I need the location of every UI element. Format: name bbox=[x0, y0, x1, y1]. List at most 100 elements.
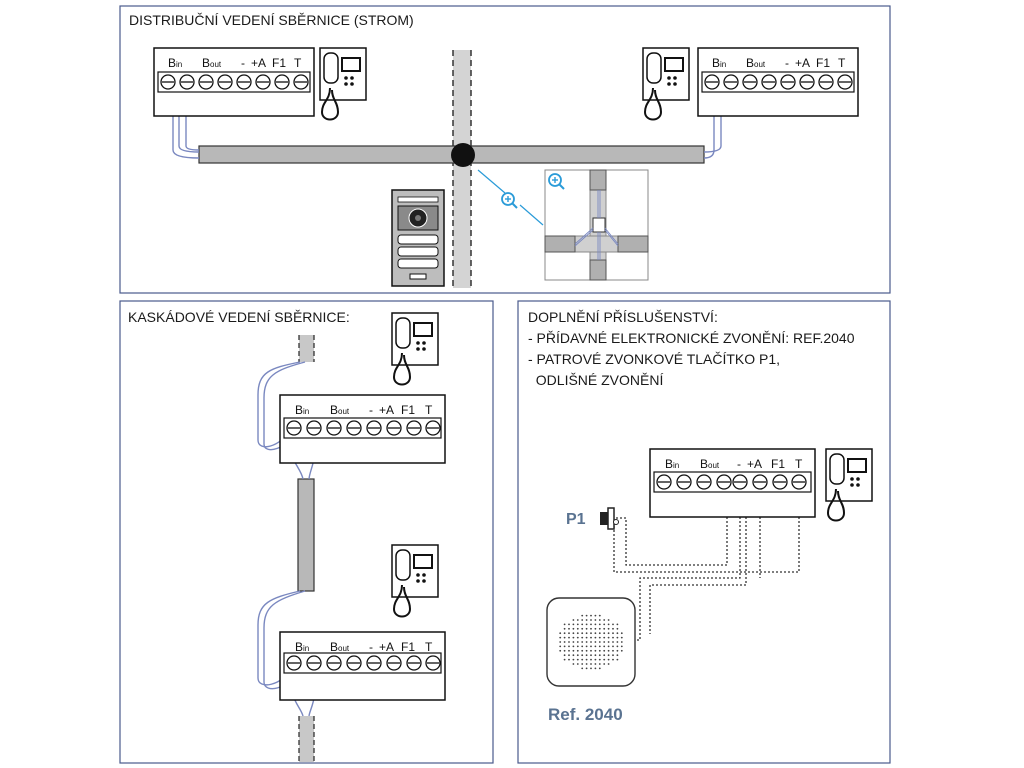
svg-text:in: in bbox=[303, 644, 309, 653]
chime-grille-dot bbox=[585, 619, 588, 621]
chime-grille-dot bbox=[563, 627, 566, 630]
chime-grille-dot bbox=[616, 632, 619, 635]
svg-text:out: out bbox=[338, 644, 350, 653]
chime-grille-dot bbox=[572, 654, 575, 657]
chime-grille-dot bbox=[590, 619, 592, 621]
chime-grille-dot bbox=[559, 645, 562, 648]
chime-grille-dot bbox=[585, 663, 588, 665]
chime-grille-dot bbox=[594, 663, 597, 665]
chime-grille-dot bbox=[576, 632, 579, 635]
chime-grille-dot bbox=[598, 641, 601, 643]
push-button-p1 bbox=[600, 507, 619, 530]
chime-grille-dot bbox=[598, 636, 601, 639]
svg-text:B: B bbox=[665, 457, 673, 471]
chime-grille-dot bbox=[598, 667, 601, 670]
chime-grille-dot bbox=[620, 649, 623, 652]
chime-grille-dot bbox=[572, 641, 575, 643]
chime-grille-dot bbox=[607, 649, 610, 652]
chime-grille-dot bbox=[576, 641, 579, 643]
chime-grille-dot bbox=[620, 636, 623, 639]
chime-grille-dot bbox=[568, 658, 570, 661]
chime-grille-dot bbox=[598, 645, 601, 648]
chime-grille-dot bbox=[572, 645, 575, 648]
chime-grille-dot bbox=[603, 649, 606, 652]
monitor-cascade-lower bbox=[391, 544, 439, 618]
chime-grille-dot bbox=[594, 632, 597, 635]
zoom-detail-inset bbox=[544, 169, 649, 281]
chime-grille-dot bbox=[568, 627, 570, 630]
chime-grille-dot bbox=[612, 636, 614, 639]
chime-grille-dot bbox=[598, 632, 601, 635]
chime-grille-dot bbox=[594, 619, 597, 621]
chime-grille-dot bbox=[590, 658, 592, 661]
chime-grille-dot bbox=[603, 663, 606, 665]
panel-cascade-title: KASKÁDOVÉ VEDENÍ SBĚRNICE: bbox=[128, 309, 350, 325]
chime-grille-dot bbox=[568, 649, 570, 652]
chime-label: Ref. 2040 bbox=[548, 705, 623, 724]
vertical-riser bbox=[452, 50, 472, 288]
push-button-label: P1 bbox=[566, 511, 586, 528]
svg-text:out: out bbox=[708, 461, 720, 470]
chime-grille-dot bbox=[585, 649, 588, 652]
chime-grille-dot bbox=[590, 627, 592, 630]
monitor-cascade-upper bbox=[391, 312, 439, 386]
svg-text:B: B bbox=[295, 403, 303, 417]
chime-grille-dot bbox=[594, 623, 597, 626]
chime-grille-dot bbox=[581, 614, 584, 617]
svg-text:-: - bbox=[785, 56, 789, 70]
chime-grille-dot bbox=[620, 645, 623, 648]
chime-grille-dot bbox=[581, 636, 584, 639]
chime-grille-dot bbox=[581, 649, 584, 652]
chime-grille-dot bbox=[563, 623, 566, 626]
chime-grille-dot bbox=[616, 627, 619, 630]
svg-text:-: - bbox=[241, 56, 245, 70]
svg-text:-: - bbox=[737, 457, 741, 471]
svg-text:T: T bbox=[795, 457, 803, 471]
chime-grille-dot bbox=[594, 627, 597, 630]
chime-grille-dot bbox=[590, 645, 592, 648]
chime-grille-dot bbox=[576, 627, 579, 630]
chime-grille-dot bbox=[576, 636, 579, 639]
chime-grille-dot bbox=[612, 627, 614, 630]
chime-grille-dot bbox=[603, 632, 606, 635]
svg-text:B: B bbox=[168, 56, 176, 70]
accessories-line-4: ODLIŠNÉ ZVONĚNÍ bbox=[528, 372, 663, 388]
chime-grille-dot bbox=[598, 658, 601, 661]
zoom-icon bbox=[501, 192, 518, 209]
chime-grille-dot bbox=[594, 636, 597, 639]
chime-grille-dot bbox=[590, 641, 592, 643]
chime-grille-dot bbox=[585, 654, 588, 657]
chime-grille-dot bbox=[563, 645, 566, 648]
chime-grille-dot bbox=[581, 627, 584, 630]
chime-grille-dot bbox=[594, 649, 597, 652]
chime-grille-dot bbox=[585, 667, 588, 670]
door-entry-panel bbox=[391, 189, 445, 287]
chime-grille-dot bbox=[598, 627, 601, 630]
chime-grille-dot bbox=[581, 658, 584, 661]
svg-text:B: B bbox=[202, 56, 210, 70]
chime-grille-dot bbox=[563, 636, 566, 639]
svg-text:+A: +A bbox=[251, 56, 266, 70]
chime-grille-dot bbox=[607, 654, 610, 657]
panel-tree-title: DISTRIBUČNÍ VEDENÍ SBĚRNICE (STROM) bbox=[129, 12, 414, 28]
chime-grille-dot bbox=[568, 623, 570, 626]
chime-grille-dot bbox=[576, 663, 579, 665]
svg-text:F1: F1 bbox=[401, 640, 415, 654]
chime-grille-dot bbox=[607, 627, 610, 630]
chime-grille-dot bbox=[585, 627, 588, 630]
chime-grille-dot bbox=[620, 632, 623, 635]
chime-grille-dot bbox=[594, 658, 597, 661]
svg-text:+A: +A bbox=[379, 403, 394, 417]
chime-grille-dot bbox=[612, 658, 614, 661]
chime-grille-dot bbox=[590, 667, 592, 670]
chime-grille-dot bbox=[559, 636, 562, 639]
chime-grille-dot bbox=[572, 619, 575, 621]
chime-grille-dot bbox=[581, 654, 584, 657]
svg-text:in: in bbox=[303, 407, 309, 416]
chime-grille-dot bbox=[616, 654, 619, 657]
chime-grille-dot bbox=[563, 654, 566, 657]
chime-grille-dot bbox=[612, 632, 614, 635]
chime-grille-dot bbox=[603, 654, 606, 657]
chime-grille-dot bbox=[576, 623, 579, 626]
svg-text:B: B bbox=[295, 640, 303, 654]
